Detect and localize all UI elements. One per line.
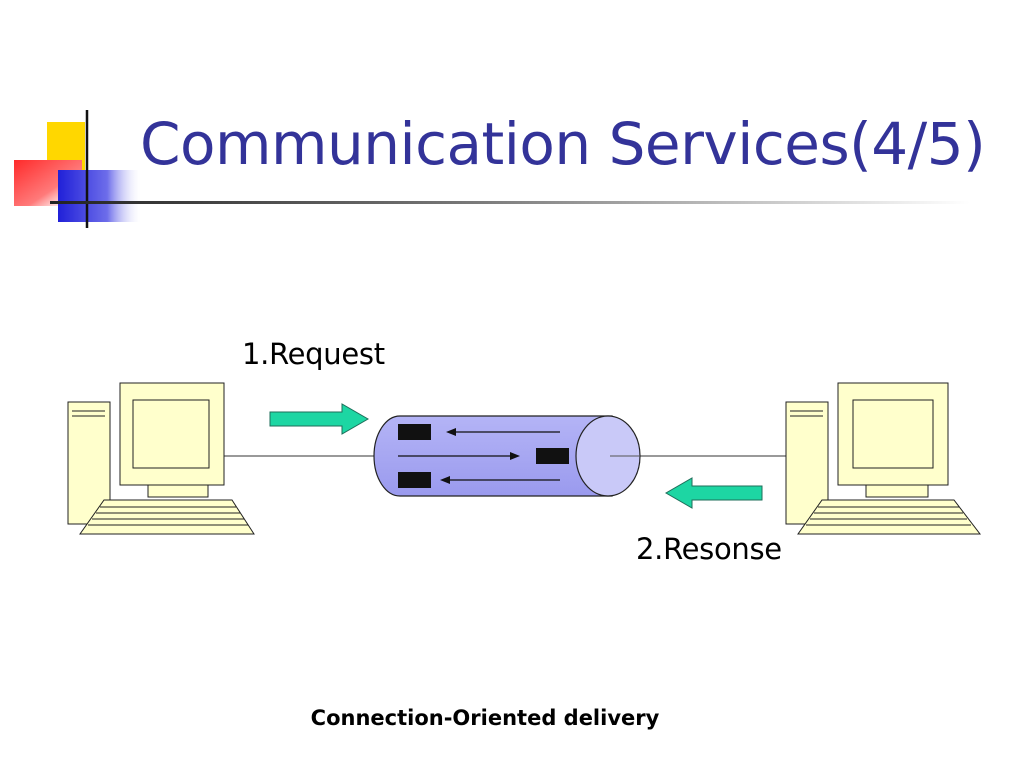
client-computer: [67, 382, 255, 535]
title-underline: [50, 201, 970, 204]
slide-title: Communication Services(4/5): [140, 110, 986, 178]
response-arrow-icon: [664, 477, 763, 509]
title-decoration: [14, 110, 970, 228]
monitor-screen: [852, 399, 934, 469]
request-arrow-icon: [269, 403, 370, 435]
monitor-screen: [132, 399, 210, 469]
server-computer: [785, 382, 982, 535]
packet-block: [398, 472, 431, 488]
keyboard: [797, 499, 982, 535]
monitor-stand: [865, 484, 929, 498]
packet-block: [536, 448, 569, 464]
response-label: 2.Resonse: [636, 532, 782, 566]
decor-blue-square: [58, 170, 140, 222]
packet-block: [398, 424, 431, 440]
request-label: 1.Request: [242, 337, 385, 371]
desktop-computer-icon: [67, 382, 255, 535]
desktop-computer-icon: [785, 382, 982, 535]
connection-pipe: [373, 415, 641, 497]
keyboard: [79, 499, 255, 535]
diagram-caption: Connection-Oriented delivery: [310, 706, 660, 730]
monitor-stand: [147, 484, 209, 498]
